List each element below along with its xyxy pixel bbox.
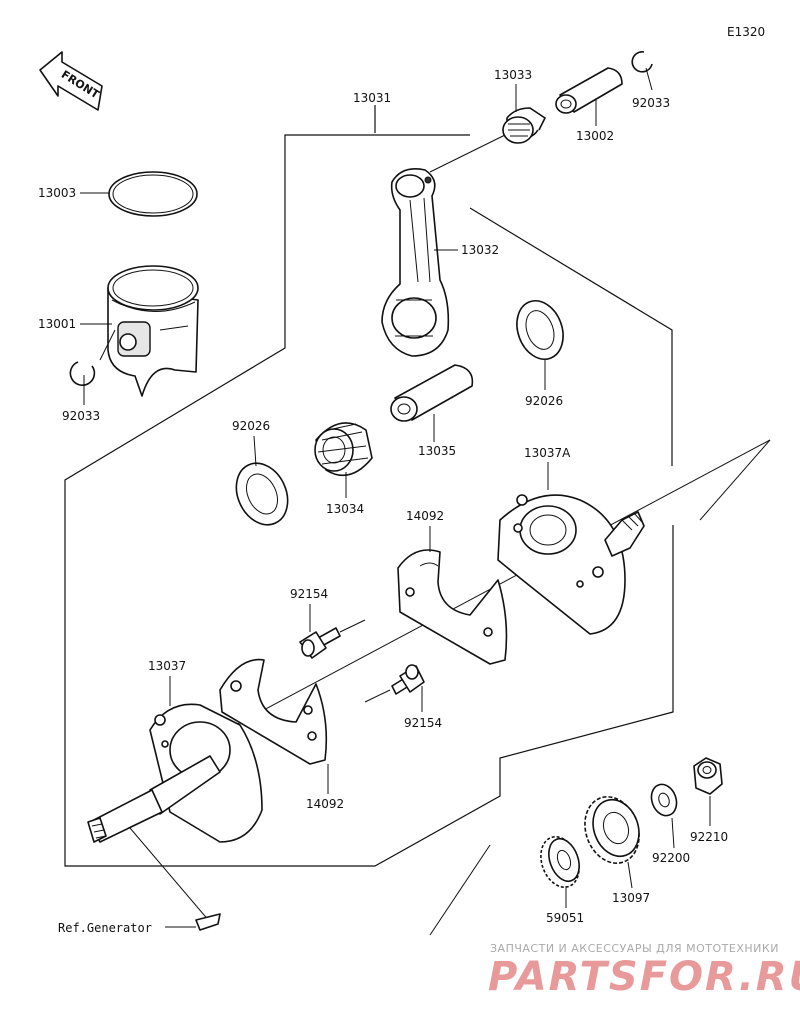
diagram-code: E1320 — [727, 25, 765, 39]
label-13001: 13001 — [38, 317, 76, 331]
ref-generator-pointer — [129, 827, 221, 931]
piston-pin-13002 — [555, 67, 623, 114]
connecting-rod-13032 — [381, 168, 450, 357]
circlip-92033-left — [69, 361, 96, 386]
thrust-washer-92026-left — [235, 462, 289, 526]
label-13097: 13097 — [612, 891, 650, 905]
bolt-92154-top — [299, 619, 366, 659]
label-14092-bottom: 14092 — [306, 797, 344, 811]
label-13002: 13002 — [576, 129, 614, 143]
watermark-tagline: ЗАПЧАСТИ И АКСЕССУАРЫ ДЛЯ МОТОТЕХНИКИ — [490, 942, 779, 955]
label-14092-top: 14092 — [406, 509, 444, 523]
label-59051: 59051 — [546, 911, 584, 925]
label-13032: 13032 — [461, 243, 499, 257]
circlip-92033-top — [631, 51, 653, 73]
label-92210: 92210 — [690, 830, 728, 844]
gear-59051 — [540, 836, 580, 888]
assembly-frame — [64, 105, 674, 867]
gear-13097 — [584, 796, 640, 864]
thrust-washer-92026-right — [516, 300, 564, 360]
label-13035: 13035 — [418, 444, 456, 458]
watermark: ЗАПЧАСТИ И АКСЕССУАРЫ ДЛЯ МОТОТЕХНИКИ PA… — [488, 942, 800, 1000]
ref-generator-label: Ref.Generator — [58, 921, 152, 935]
label-92154-bottom: 92154 — [404, 716, 442, 730]
part-labels: 13031 13033 13002 92033 13003 13032 1300… — [38, 68, 728, 935]
label-13033: 13033 — [494, 68, 532, 82]
washer-92200 — [650, 783, 678, 817]
crank-half-13037 — [87, 703, 263, 843]
label-92154-top: 92154 — [290, 587, 328, 601]
big-end-bearing-13034 — [314, 422, 373, 477]
crank-pin-13035 — [390, 364, 474, 422]
bolt-92154-bottom — [364, 664, 425, 703]
watermark-brand: PARTSFOR.RU — [488, 954, 800, 1000]
front-arrow-icon: FRONT — [39, 51, 103, 111]
label-92026-right: 92026 — [525, 394, 563, 408]
label-13031: 13031 — [353, 91, 391, 105]
piston-13001 — [107, 265, 199, 397]
label-92200: 92200 — [652, 851, 690, 865]
label-13034: 13034 — [326, 502, 364, 516]
nut-92210 — [693, 757, 723, 795]
label-13003: 13003 — [38, 186, 76, 200]
label-13037: 13037 — [148, 659, 186, 673]
piston-ring-13003 — [108, 171, 198, 217]
small-end-bearing-13033 — [502, 107, 546, 144]
label-92033-left: 92033 — [62, 409, 100, 423]
counterweight-14092-bottom — [219, 658, 328, 765]
label-13037A: 13037A — [524, 446, 571, 460]
leader-lines — [80, 67, 711, 908]
label-92026-left: 92026 — [232, 419, 270, 433]
label-92033-top: 92033 — [632, 96, 670, 110]
counterweight-14092-top — [397, 549, 508, 665]
crank-half-13037A — [497, 494, 645, 635]
